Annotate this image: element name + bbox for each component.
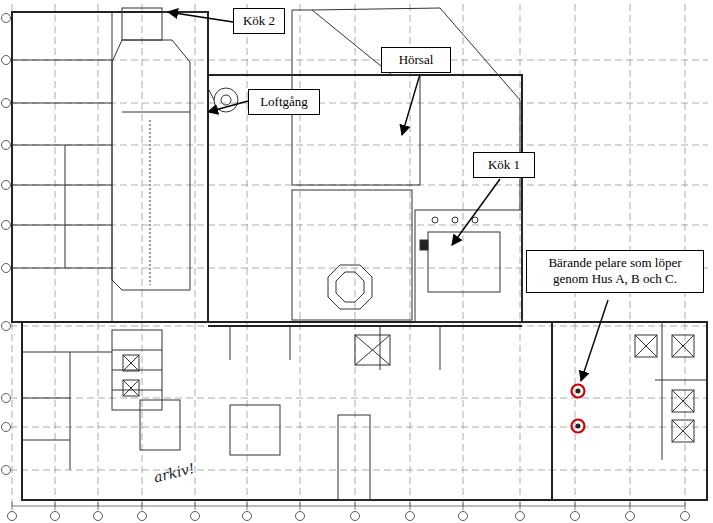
callout-text: Loftgång xyxy=(260,94,308,109)
partitions xyxy=(12,8,707,500)
leader-arrows xyxy=(168,12,608,381)
dimension-line xyxy=(12,502,685,510)
callout-box: Kök 2 xyxy=(233,8,285,34)
column-markers xyxy=(572,385,585,433)
callout-box: Bärande pelare som löper genom Hus A, B … xyxy=(526,250,704,293)
grid-bubbles xyxy=(2,14,690,521)
callout-text: Bärande pelare som löper genom Hus A, B … xyxy=(548,255,681,286)
callout-box: Hörsal xyxy=(381,47,451,73)
callout-text: Kök 1 xyxy=(488,157,520,172)
grid-lines xyxy=(10,4,708,510)
walls xyxy=(12,12,707,500)
callout-box: Kök 1 xyxy=(473,152,535,178)
handwritten-note: arkiv! xyxy=(152,460,196,486)
callout-text: Kök 2 xyxy=(243,13,275,28)
callout-text: Hörsal xyxy=(399,52,434,67)
callout-box: Loftgång xyxy=(248,89,320,115)
